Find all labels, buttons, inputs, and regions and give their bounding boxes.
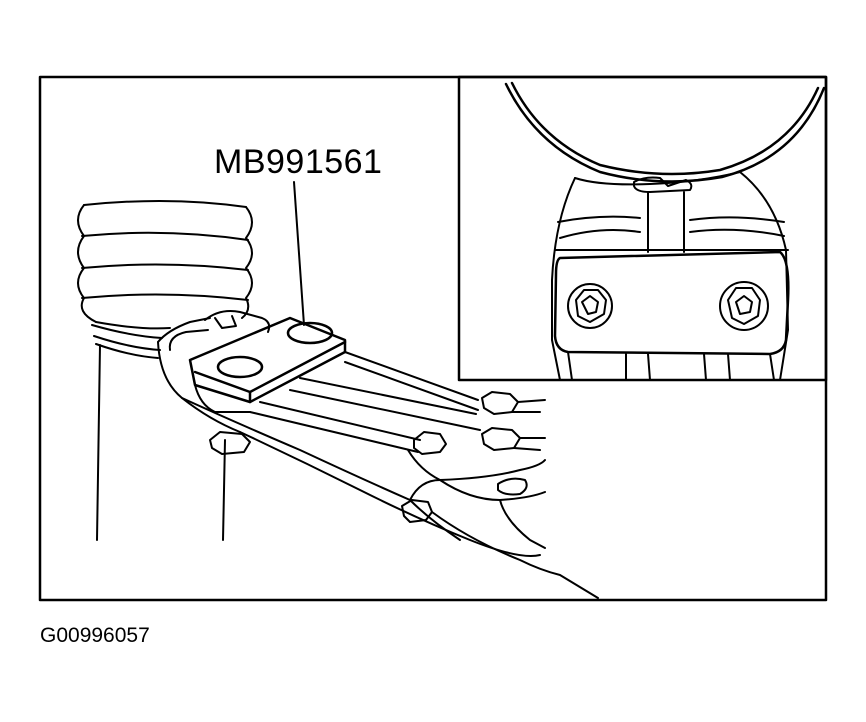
inset-plate bbox=[553, 250, 790, 356]
inset-tool-body bbox=[551, 171, 789, 381]
tool-jaw-upper bbox=[168, 310, 271, 351]
inset-bolt-left bbox=[567, 283, 613, 329]
bolt-lower-right bbox=[481, 427, 546, 451]
shaft-lines bbox=[96, 344, 226, 541]
inset-panel-border bbox=[457, 75, 828, 382]
inset-teeth bbox=[567, 351, 775, 381]
inset-clip bbox=[633, 176, 693, 253]
callout-leader bbox=[293, 181, 305, 326]
figure-id: G00996057 bbox=[40, 624, 150, 647]
inset-drum bbox=[504, 81, 826, 183]
bolt-mid bbox=[413, 431, 447, 455]
bolt-bottom bbox=[401, 499, 433, 523]
tool-handles bbox=[194, 351, 481, 453]
bolt-upper-right bbox=[481, 391, 546, 415]
bolt-left-lower bbox=[209, 431, 251, 455]
boot-bellows bbox=[77, 199, 253, 330]
tool-callout-label: MB991561 bbox=[214, 143, 383, 181]
lower-arm bbox=[407, 449, 599, 599]
inset-bolt-right bbox=[719, 281, 769, 331]
boot-band bbox=[91, 324, 163, 359]
